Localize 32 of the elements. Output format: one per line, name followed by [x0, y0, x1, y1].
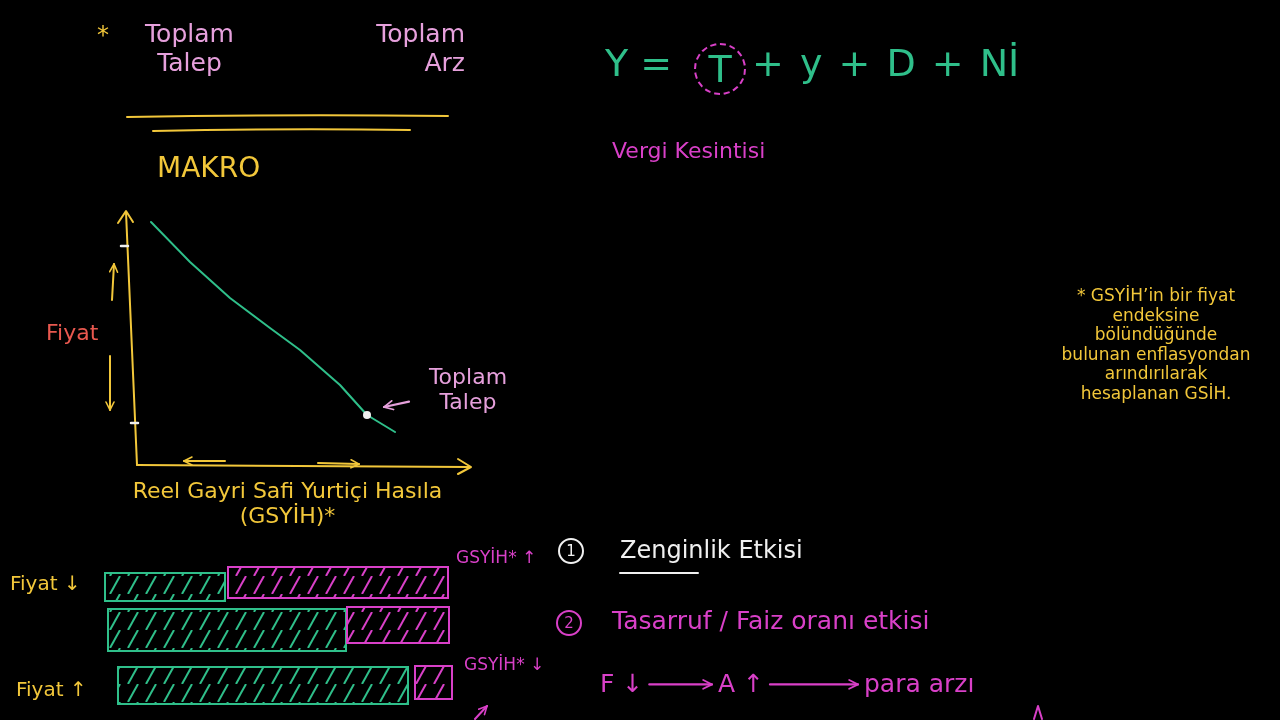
callout-number: 1: [558, 538, 584, 564]
row-label: Fiyat ↑: [16, 678, 87, 701]
hatched-bar: [414, 665, 453, 700]
list-item-text: Zenginlik Etkisi: [620, 537, 803, 565]
flow-term: para arzı: [864, 670, 975, 699]
heading-text: Toplam Arz: [375, 20, 465, 78]
equation-text: + y + D + Nİ: [752, 42, 1020, 86]
arrow: [648, 679, 714, 690]
list-item-text: Tasarruf / Faiz oranı etkisi: [612, 607, 930, 636]
leader-arrow: [382, 400, 411, 411]
footnote-mark: *: [97, 22, 109, 50]
hatched-bar: [104, 572, 226, 602]
hatched-bar: [227, 566, 449, 599]
annotation-text: GSYİH* ↑: [456, 548, 537, 568]
hatched-bar: [117, 666, 409, 705]
circled-term: T: [694, 43, 746, 95]
footnote-text: * GSYİH’in bir fiyat endeksine bölündüğünde bulunan enflasyondan arındırılarak hesaplanan GSİH.: [1060, 286, 1252, 404]
annotation-text: Vergi Kesintisi: [612, 138, 766, 164]
axis-label: Reel Gayri Safi Yurtiçi Hasıla (GSYİH)*: [131, 478, 444, 529]
heading-text: MAKRO: [157, 152, 261, 185]
heading-text: Toplam Talep: [144, 20, 235, 78]
equation-text: Y =: [605, 42, 673, 86]
flow-term: F ↓: [600, 670, 644, 699]
hatched-bar: [346, 606, 450, 644]
hatched-bar: [107, 608, 347, 652]
axis-label: Fiyat: [46, 320, 99, 346]
callout-number: 2: [556, 610, 582, 636]
flow-term: A ↑: [718, 670, 764, 699]
arrow: [768, 679, 860, 690]
annotation-text: GSYİH* ↓: [464, 655, 545, 675]
row-label: Fiyat ↓: [10, 572, 81, 595]
callout-label: Toplam Talep: [412, 364, 524, 415]
